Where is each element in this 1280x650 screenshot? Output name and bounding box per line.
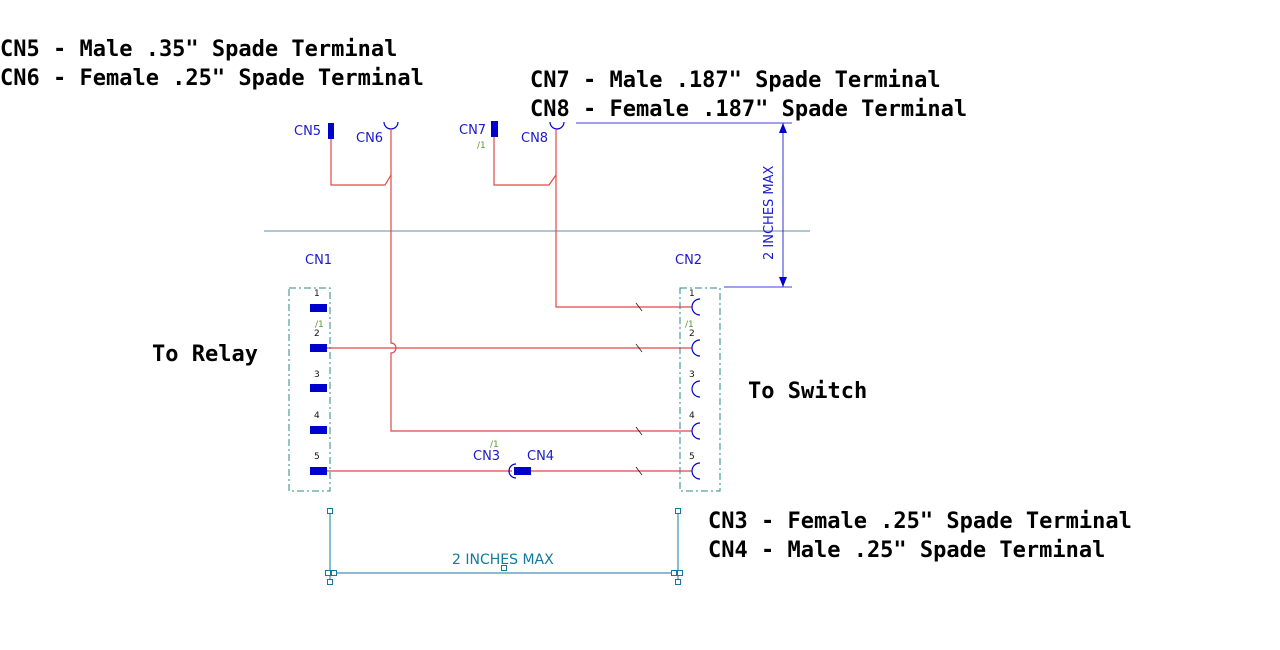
- wire-tick-4: [635, 426, 643, 436]
- cn2-label: CN2: [675, 253, 702, 268]
- cn8-female-terminal: [549, 121, 565, 130]
- dim-v-text: 2 INCHES MAX: [762, 165, 777, 260]
- cn2-housing: [679, 287, 721, 492]
- cn4-male-terminal: [514, 467, 531, 475]
- dim-v-arrow-bottom: [779, 277, 787, 287]
- dim-v-arrow-top: [779, 123, 787, 133]
- cn2-pin-5: [691, 462, 701, 480]
- cn3-female-terminal: [508, 463, 517, 479]
- legend-cn8: CN8 - Female .187" Spade Terminal: [530, 97, 967, 122]
- to-switch-label: To Switch: [748, 379, 867, 404]
- cn1-ref: /1: [315, 320, 324, 330]
- cn5-label: CN5: [294, 124, 321, 139]
- cn1-pin-1-number: 1: [314, 289, 320, 299]
- wire-tick-1: [635, 302, 643, 312]
- cn1-pin-2: [310, 344, 327, 352]
- cn2-pin-1-number: 1: [689, 289, 695, 299]
- cn1-pin-3: [310, 384, 327, 392]
- cn6-label: CN6: [356, 131, 383, 146]
- cn2-pin-4: [691, 422, 701, 440]
- vertical-dimension: 2 INCHES MAX: [576, 122, 792, 288]
- dim-h-grip-left-a: [325, 570, 331, 576]
- wire-cn6-cn2-pin4: [390, 129, 692, 432]
- wire-cn5-cn6: [330, 139, 392, 186]
- dim-h-text: 2 INCHES MAX: [452, 552, 554, 568]
- cn2-pin-1: [691, 298, 701, 316]
- wire-tick-5: [635, 466, 643, 476]
- cn1-pin-2-number: 2: [314, 329, 320, 339]
- cn2-pin-5-number: 5: [689, 452, 695, 462]
- cn1-pin-4-number: 4: [314, 411, 320, 421]
- cn7-male-terminal: [491, 121, 498, 137]
- cn7-ref: /1: [477, 141, 486, 151]
- dim-h-grip-right-b: [677, 570, 683, 576]
- legend-cn6: CN6 - Female .25" Spade Terminal: [0, 66, 424, 91]
- cn1-pin-3-number: 3: [314, 370, 320, 380]
- wire-cn7-cn8: [493, 137, 557, 186]
- cn1-pin-5: [310, 467, 327, 475]
- dim-h-grip-right-top: [675, 508, 681, 514]
- wire-tick-2: [635, 343, 643, 353]
- cn2-pin-3: [691, 380, 701, 398]
- legend-cn7: CN7 - Male .187" Spade Terminal: [530, 68, 941, 93]
- legend-cn5: CN5 - Male .35" Spade Terminal: [0, 37, 397, 62]
- cn8-label: CN8: [521, 131, 548, 146]
- dim-h-grip-left-b: [331, 570, 337, 576]
- cn2-ref: /1: [685, 320, 694, 330]
- cn1-label: CN1: [305, 253, 332, 268]
- cn4-label: CN4: [527, 449, 554, 464]
- cn6-female-terminal: [383, 121, 399, 130]
- cn1-pin-5-number: 5: [314, 452, 320, 462]
- legend-cn4: CN4 - Male .25" Spade Terminal: [708, 538, 1105, 563]
- dim-h-grip-mid: [501, 565, 507, 571]
- dim-h-grip-left-c: [327, 579, 333, 585]
- dim-h-grip-right-c: [675, 579, 681, 585]
- cn7-label: CN7: [459, 123, 486, 138]
- cn3-label: CN3: [473, 449, 500, 464]
- cn2-pin-2-number: 2: [689, 329, 695, 339]
- cn5-male-terminal: [328, 123, 334, 139]
- cn1-pins: 1 /1 2 3 4 5: [310, 289, 327, 475]
- cn2-pin-2: [691, 339, 701, 357]
- dim-h-grip-left-top: [327, 508, 333, 514]
- legend-cn3: CN3 - Female .25" Spade Terminal: [708, 509, 1132, 534]
- cn1-pin-1: [310, 304, 327, 312]
- cn1-housing: [288, 287, 331, 492]
- cn3-ref: /1: [490, 440, 499, 450]
- cn2-pin-4-number: 4: [689, 411, 695, 421]
- dim-h-grip-right-a: [671, 570, 677, 576]
- cn2-pin-3-number: 3: [689, 370, 695, 380]
- horizontal-dimension: 2 INCHES MAX: [325, 508, 683, 585]
- cn1-pin-4: [310, 426, 327, 434]
- cn2-pins: 1 /1 2 3 4 5: [685, 289, 701, 480]
- wire-cn8-cn2-pin1: [555, 129, 692, 308]
- to-relay-label: To Relay: [152, 342, 258, 367]
